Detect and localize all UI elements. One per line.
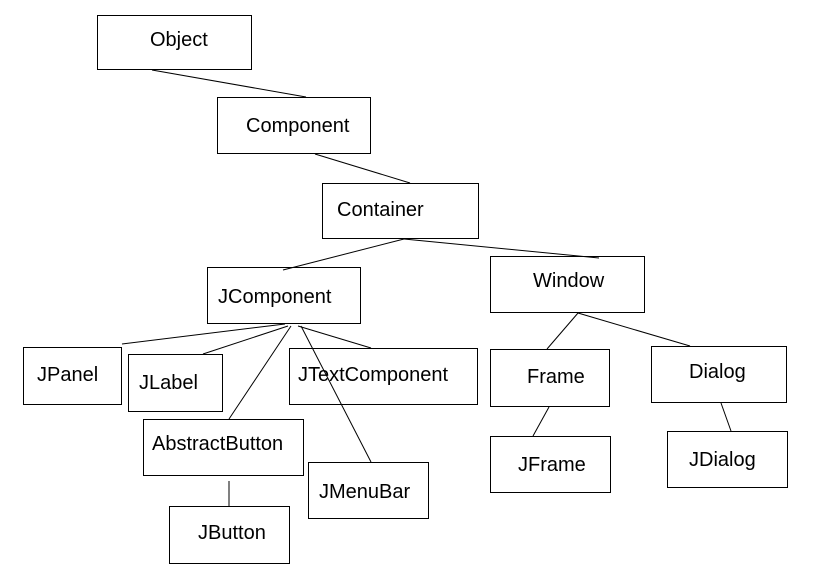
node-window: Window <box>490 256 645 313</box>
node-jcomponent: JComponent <box>207 267 361 324</box>
node-frame-label: Frame <box>527 366 585 388</box>
node-abstractbutton: AbstractButton <box>143 419 304 476</box>
edge-window-frame <box>546 312 579 350</box>
node-jpanel-label: JPanel <box>37 364 99 386</box>
node-container: Container <box>322 183 479 239</box>
node-frame: Frame <box>490 349 610 407</box>
node-component: Component <box>217 97 371 154</box>
edge-object-component <box>151 69 307 98</box>
edge-jcomponent-jpanel <box>121 323 286 345</box>
node-jtextcomponent-label: JTextComponent <box>298 364 449 386</box>
node-jpanel: JPanel <box>23 347 122 405</box>
node-jlabel-label: JLabel <box>139 372 198 394</box>
node-jdialog-label: JDialog <box>689 449 756 471</box>
node-jframe-label: JFrame <box>518 454 586 476</box>
edge-container-jcomponent <box>282 238 405 271</box>
edge-jcomponent-jtextcomponent <box>297 325 372 349</box>
node-window-label: Window <box>533 270 605 292</box>
node-dialog-label: Dialog <box>689 361 746 383</box>
node-jbutton: JButton <box>169 506 290 564</box>
edge-jcomponent-abstractbutton <box>228 325 292 420</box>
node-component-label: Component <box>246 115 350 137</box>
edge-dialog-jdialog <box>720 402 732 432</box>
node-jframe: JFrame <box>490 436 611 493</box>
node-jtextcomponent: JTextComponent <box>289 348 478 405</box>
node-jdialog: JDialog <box>667 431 788 488</box>
node-abstractbutton-label: AbstractButton <box>152 433 284 455</box>
node-dialog: Dialog <box>651 346 787 403</box>
node-object-label: Object <box>150 29 208 51</box>
node-jlabel: JLabel <box>128 354 223 412</box>
node-jbutton-label: JButton <box>198 522 266 544</box>
node-container-label: Container <box>337 199 424 221</box>
node-jmenubar: JMenuBar <box>308 462 429 519</box>
node-object: Object <box>97 15 252 70</box>
edge-frame-jframe <box>532 406 550 437</box>
node-jcomponent-label: JComponent <box>218 286 332 308</box>
node-jmenubar-label: JMenuBar <box>319 481 411 503</box>
edge-component-container <box>314 153 411 184</box>
edge-window-dialog <box>577 312 691 347</box>
edge-container-window <box>403 238 600 259</box>
edge-jcomponent-jlabel <box>202 325 289 355</box>
